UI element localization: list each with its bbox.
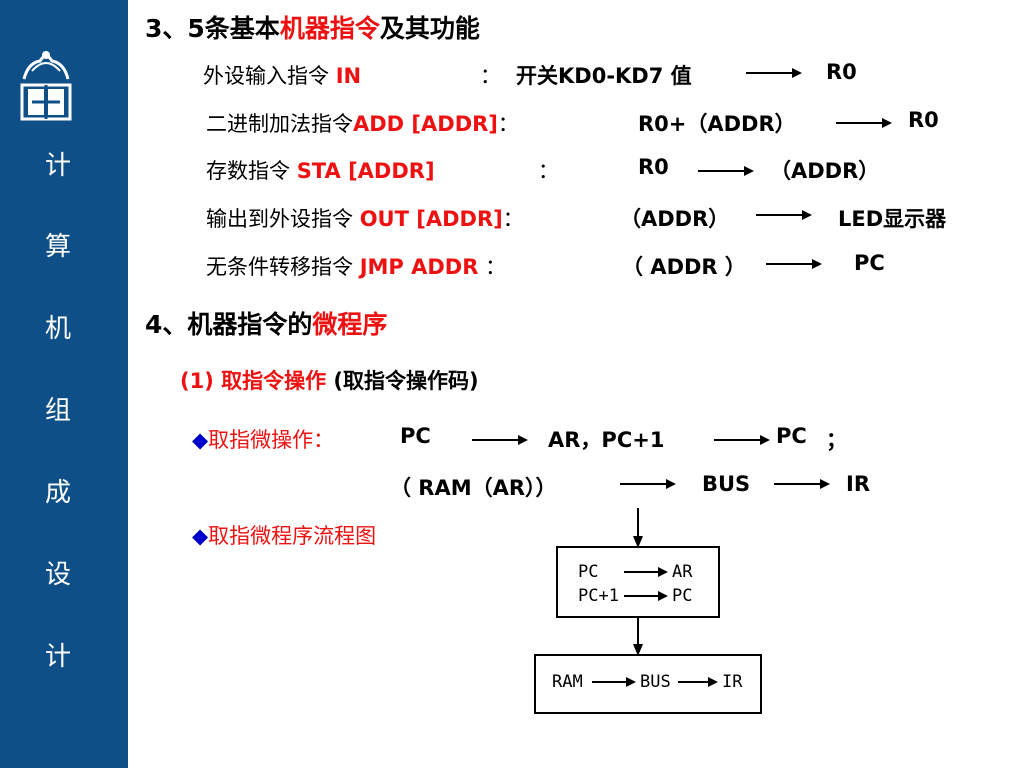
section-3-prefix: 条基本: [204, 14, 280, 43]
instruction-out-to: LED显示器: [838, 207, 947, 231]
flowchart-arrow-down-icon: [633, 508, 643, 548]
instruction-in-name: 外设输入指令 IN: [203, 64, 362, 88]
instruction-sta-name: 存数指令 STA [ADDR]: [206, 159, 435, 183]
university-logo-icon: [20, 51, 72, 121]
section-3-number: 3、5: [145, 14, 205, 43]
arrow-right-icon: [698, 166, 754, 176]
flowchart-box1-pc: PC: [672, 586, 693, 606]
flowchart-box1-pc1: PC+1: [578, 586, 619, 606]
instruction-in-to: R0: [826, 60, 857, 84]
arrow-right-icon: [624, 591, 668, 601]
instruction-jmp-from: （ ADDR ）: [622, 255, 746, 279]
arrow-right-icon: [472, 435, 528, 445]
sidebar-title-char: 设: [44, 560, 71, 590]
flowchart-box2-bus: BUS: [640, 672, 671, 692]
sidebar-title-char: 算: [44, 232, 71, 262]
arrow-right-icon: [714, 435, 770, 445]
instruction-jmp-name: 无条件转移指令 JMP ADDR ：: [206, 255, 507, 279]
instruction-in-code: IN: [335, 64, 362, 88]
arrow-right-icon: [624, 567, 668, 577]
arrow-right-icon: [592, 677, 636, 687]
instruction-in-sep: ：: [480, 64, 501, 88]
instruction-sta-code: STA [ADDR]: [296, 159, 435, 183]
instruction-out-name: 输出到外设指令 OUT [ADDR]：: [206, 207, 524, 231]
instruction-sta-to: （ADDR）: [770, 159, 880, 183]
flowchart-arrow-down-icon: [633, 616, 643, 656]
fetch-micro-ram-ar: （ RAM（AR））: [390, 476, 557, 500]
flowchart-box2-ram: RAM: [552, 672, 583, 692]
section-3-suffix: 及其功能: [379, 14, 480, 43]
flowchart-title: ◆取指微程序流程图: [192, 524, 377, 548]
fetch-micro-label: ◆取指微操作：: [192, 428, 335, 452]
sidebar-title-char: 组: [44, 396, 71, 426]
arrow-right-icon: [620, 479, 676, 489]
section-4-number: 4、: [145, 310, 188, 339]
instruction-add-code: ADD [ADDR]: [353, 112, 498, 136]
diamond-bullet-icon: ◆: [192, 524, 209, 548]
section-4-highlight: 微程序: [312, 310, 388, 339]
fetch-instruction-heading: (1) 取指令操作 (取指令操作码): [180, 365, 479, 395]
fetch-micro-bus: BUS: [702, 472, 751, 496]
fetch-micro-pc-dest: PC: [776, 424, 807, 448]
instruction-out-code: OUT [ADDR]: [359, 207, 503, 231]
fetch-micro-ir: IR: [846, 472, 870, 496]
section-4-heading: 4、机器指令的微程序: [145, 305, 387, 341]
flowchart-box-pc-ar: PC AR PC+1 PC: [556, 546, 720, 618]
sidebar: 计 算 机 组 成 设 计: [0, 0, 128, 768]
fetch-instruction-label: (1) 取指令操作: [180, 369, 327, 393]
section-3-highlight: 机器指令: [279, 14, 380, 43]
arrow-right-icon: [756, 210, 812, 220]
flowchart-box1-line1: PC: [578, 562, 599, 582]
sidebar-title-char: 成: [44, 478, 71, 508]
arrow-right-icon: [678, 677, 718, 687]
instruction-sta-from: R0: [638, 155, 669, 179]
instruction-sta-sep: ：: [538, 159, 559, 183]
instruction-jmp-code: JMP ADDR: [359, 255, 479, 279]
instruction-add-name: 二进制加法指令ADD [ADDR]：: [206, 112, 519, 136]
sidebar-title-char: 机: [44, 314, 71, 344]
sidebar-title-char: 计: [44, 642, 71, 672]
arrow-right-icon: [746, 68, 802, 78]
section-3-heading: 3、5条基本机器指令及其功能: [145, 9, 480, 45]
arrow-right-icon: [774, 479, 830, 489]
flowchart-box-ram-bus-ir: RAM BUS IR: [534, 654, 762, 714]
sidebar-title-char: 计: [44, 151, 71, 181]
arrow-right-icon: [766, 259, 822, 269]
flowchart-box2-ir: IR: [722, 672, 743, 692]
instruction-out-from: （ADDR）: [620, 207, 730, 231]
instruction-in-from: 开关KD0-KD7 值: [516, 64, 692, 88]
fetch-micro-semicolon: ；: [826, 428, 847, 452]
flowchart-box1-ar: AR: [672, 562, 693, 582]
diamond-bullet-icon: ◆: [192, 428, 209, 452]
arrow-right-icon: [836, 118, 892, 128]
section-4-prefix: 机器指令的: [187, 310, 313, 339]
fetch-instruction-paren: (取指令操作码): [326, 369, 479, 393]
instruction-add-from: R0+（ADDR）: [638, 112, 796, 136]
instruction-add-to: R0: [908, 108, 939, 132]
fetch-micro-pc: PC: [400, 424, 431, 448]
instruction-jmp-to: PC: [854, 251, 885, 275]
fetch-micro-ar-pc1: AR，PC+1: [548, 428, 665, 452]
